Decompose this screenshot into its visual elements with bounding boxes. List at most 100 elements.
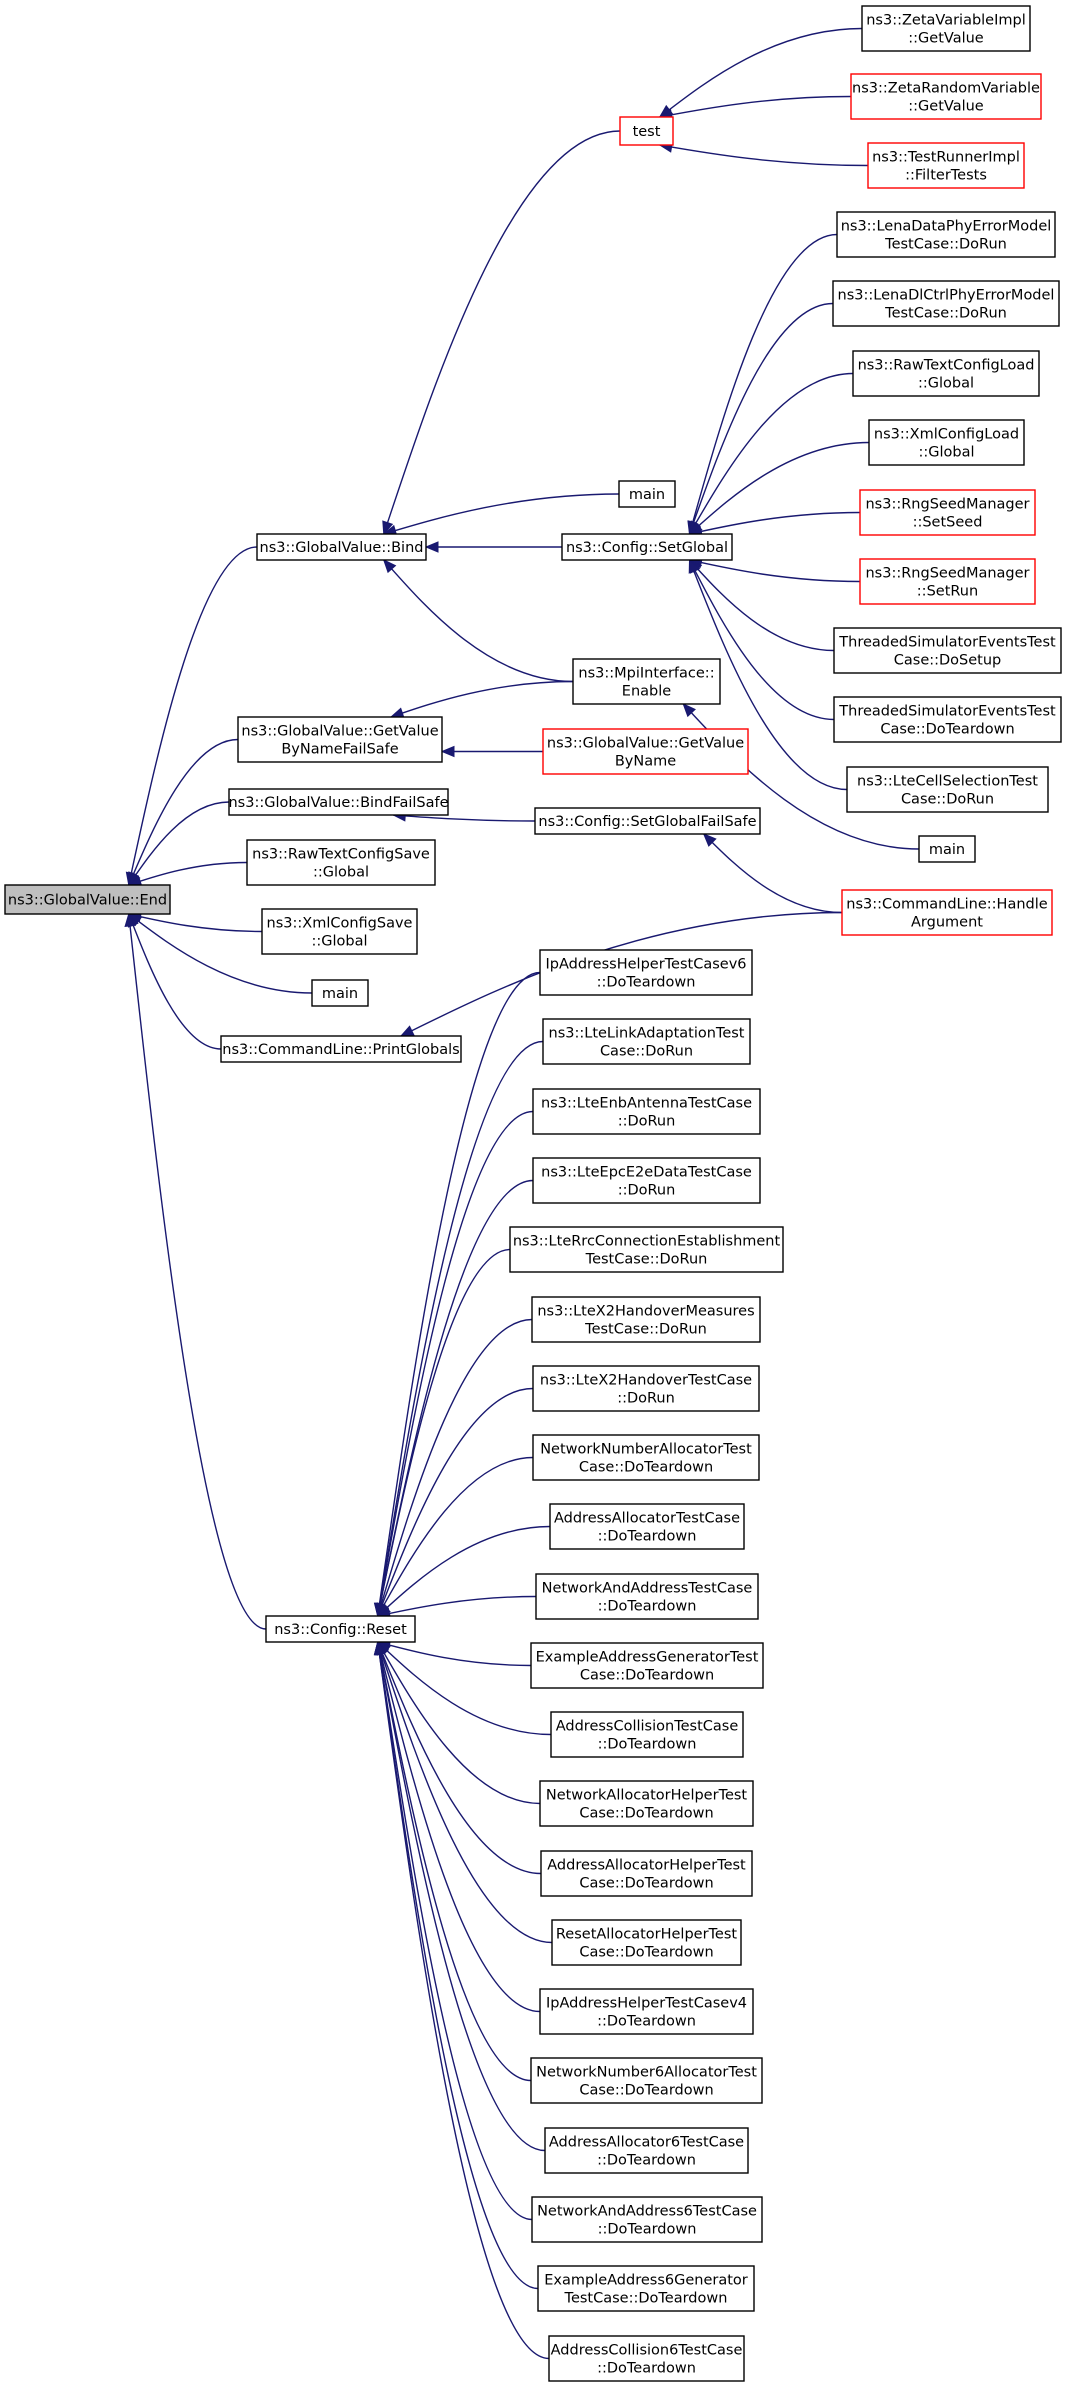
arrowhead (124, 912, 136, 928)
node-r10[interactable]: NetworkAndAddressTestCase::DoTeardown (535, 1573, 759, 1620)
node-label: Case::DoTeardown (579, 1876, 713, 1892)
node-r9[interactable]: AddressAllocatorTestCase::DoTeardown (549, 1503, 745, 1550)
call-edge (377, 1248, 511, 1617)
node-lena-dlctrl[interactable]: ns3::LenaDlCtrlPhyErrorModelTestCase::Do… (832, 280, 1060, 327)
node-bind-failsafe[interactable]: ns3::GlobalValue::BindFailSafe (228, 788, 449, 816)
call-edge (377, 1387, 534, 1617)
node-rng-seed[interactable]: ns3::RngSeedManager::SetSeed (859, 489, 1036, 536)
node-box (833, 696, 1062, 743)
node-test[interactable]: test (619, 116, 674, 146)
call-edge (128, 913, 267, 1630)
node-r14[interactable]: AddressAllocatorHelperTestCase::DoTeardo… (540, 1850, 753, 1897)
node-r21[interactable]: AddressCollision6TestCase::DoTeardown (548, 2335, 745, 2382)
node-root[interactable]: ns3::GlobalValue::End (4, 884, 171, 915)
call-edge (377, 1641, 553, 1944)
call-edge (128, 801, 230, 886)
arrowhead (373, 1640, 386, 1656)
node-box (228, 788, 449, 816)
node-filter-tests[interactable]: ns3::TestRunnerImpl::FilterTests (867, 142, 1025, 189)
call-edge (659, 27, 863, 118)
node-label: ThreadedSimulatorEventsTest (838, 635, 1056, 651)
node-r8[interactable]: NetworkNumberAllocatorTestCase::DoTeardo… (532, 1434, 760, 1481)
node-label: ns3::LteEpcE2eDataTestCase (541, 1165, 752, 1181)
node-box (618, 480, 676, 508)
node-label: ResetAllocatorHelperTest (556, 1927, 738, 1943)
arrowhead (382, 559, 397, 574)
node-set-global[interactable]: ns3::Config::SetGlobal (561, 533, 733, 561)
node-r4[interactable]: ns3::LteEpcE2eDataTestCase::DoRun (532, 1157, 761, 1204)
node-label: ns3::ZetaRandomVariable (852, 81, 1040, 97)
node-r5[interactable]: ns3::LteRrcConnectionEstablishmentTestCa… (509, 1226, 784, 1273)
node-label: NetworkAndAddressTestCase (542, 1581, 753, 1597)
node-rawtext-save[interactable]: ns3::RawTextConfigSave::Global (246, 839, 436, 886)
node-rawtext-load[interactable]: ns3::RawTextConfigLoad::Global (852, 350, 1040, 397)
node-r11[interactable]: ExampleAddressGeneratorTestCase::DoTeard… (530, 1642, 764, 1689)
node-xml-load[interactable]: ns3::XmlConfigLoad::Global (868, 419, 1025, 466)
node-config-reset[interactable]: ns3::Config::Reset (265, 1615, 416, 1643)
node-threaded-teardown[interactable]: ThreadedSimulatorEventsTestCase::DoTeard… (833, 696, 1062, 743)
call-edge (128, 913, 313, 994)
node-label: TestCase::DoRun (585, 1252, 708, 1268)
node-label: AddressAllocator6TestCase (549, 2135, 744, 2151)
node-label: AddressCollisionTestCase (556, 1719, 739, 1735)
node-box (867, 142, 1025, 189)
node-r19[interactable]: NetworkAndAddress6TestCase::DoTeardown (531, 2196, 763, 2243)
node-r17[interactable]: NetworkNumber6AllocatorTestCase::DoTeard… (530, 2057, 763, 2104)
node-r1[interactable]: IpAddressHelperTestCasev6::DoTeardown (539, 949, 753, 996)
call-edge (377, 1318, 533, 1617)
node-box (540, 1850, 753, 1897)
node-r13[interactable]: NetworkAllocatorHelperTestCase::DoTeardo… (539, 1780, 754, 1827)
node-box (4, 884, 171, 915)
call-edge (689, 511, 861, 535)
node-label: ThreadedSimulatorEventsTest (838, 704, 1056, 720)
node-label: main (929, 842, 965, 858)
node-label: ns3::RawTextConfigSave (252, 847, 430, 863)
node-box (532, 1088, 761, 1135)
call-edge (659, 95, 852, 118)
node-main-b[interactable]: main (618, 480, 676, 508)
node-r3[interactable]: ns3::LteEnbAntennaTestCase::DoRun (532, 1088, 761, 1135)
node-label: ns3::ZetaVariableImpl (866, 13, 1026, 29)
node-set-global-failsafe[interactable]: ns3::Config::SetGlobalFailSafe (534, 807, 761, 835)
node-box (619, 116, 674, 146)
node-label: ns3::CommandLine::Handle (846, 897, 1047, 913)
node-main-a[interactable]: main (311, 979, 369, 1007)
node-box (539, 949, 753, 996)
call-edge (688, 559, 848, 791)
node-mpi-enable[interactable]: ns3::MpiInterface::Enable (572, 658, 721, 705)
call-edge (377, 1641, 541, 1805)
node-box (572, 658, 721, 705)
node-r7[interactable]: ns3::LteX2HandoverTestCase::DoRun (532, 1365, 760, 1412)
node-r16[interactable]: IpAddressHelperTestCasev4::DoTeardown (539, 1988, 754, 2035)
arrowhead (424, 541, 439, 553)
node-label: ::DoRun (618, 1114, 676, 1130)
node-label: ::DoTeardown (598, 1529, 697, 1545)
node-r6[interactable]: ns3::LteX2HandoverMeasuresTestCase::DoRu… (531, 1296, 761, 1343)
node-xml-save[interactable]: ns3::XmlConfigSave::Global (261, 908, 418, 955)
node-r18[interactable]: AddressAllocator6TestCase::DoTeardown (544, 2127, 749, 2174)
node-r20[interactable]: ExampleAddress6GeneratorTestCase::DoTear… (537, 2265, 755, 2312)
node-r12[interactable]: AddressCollisionTestCase::DoTeardown (550, 1711, 744, 1758)
node-label: ns3::MpiInterface:: (578, 666, 714, 682)
node-label: ::Global (313, 865, 369, 881)
arrowhead (382, 520, 394, 536)
call-edge (377, 971, 541, 1617)
node-print-globals[interactable]: ns3::CommandLine::PrintGlobals (220, 1035, 462, 1063)
node-main-c[interactable]: main (918, 835, 976, 863)
node-zeta-random[interactable]: ns3::ZetaRandomVariable::GetValue (850, 73, 1042, 120)
node-rng-run[interactable]: ns3::RngSeedManager::SetRun (859, 558, 1036, 605)
node-box (846, 766, 1049, 813)
node-lena-data[interactable]: ns3::LenaDataPhyErrorModelTestCase::DoRu… (836, 211, 1056, 258)
node-bind[interactable]: ns3::GlobalValue::Bind (256, 533, 427, 561)
node-zeta-impl[interactable]: ns3::ZetaVariableImpl::GetValue (861, 5, 1031, 52)
node-label: Case::DoTeardown (880, 722, 1014, 738)
call-edge (659, 144, 869, 167)
node-label: ByName (615, 754, 676, 770)
